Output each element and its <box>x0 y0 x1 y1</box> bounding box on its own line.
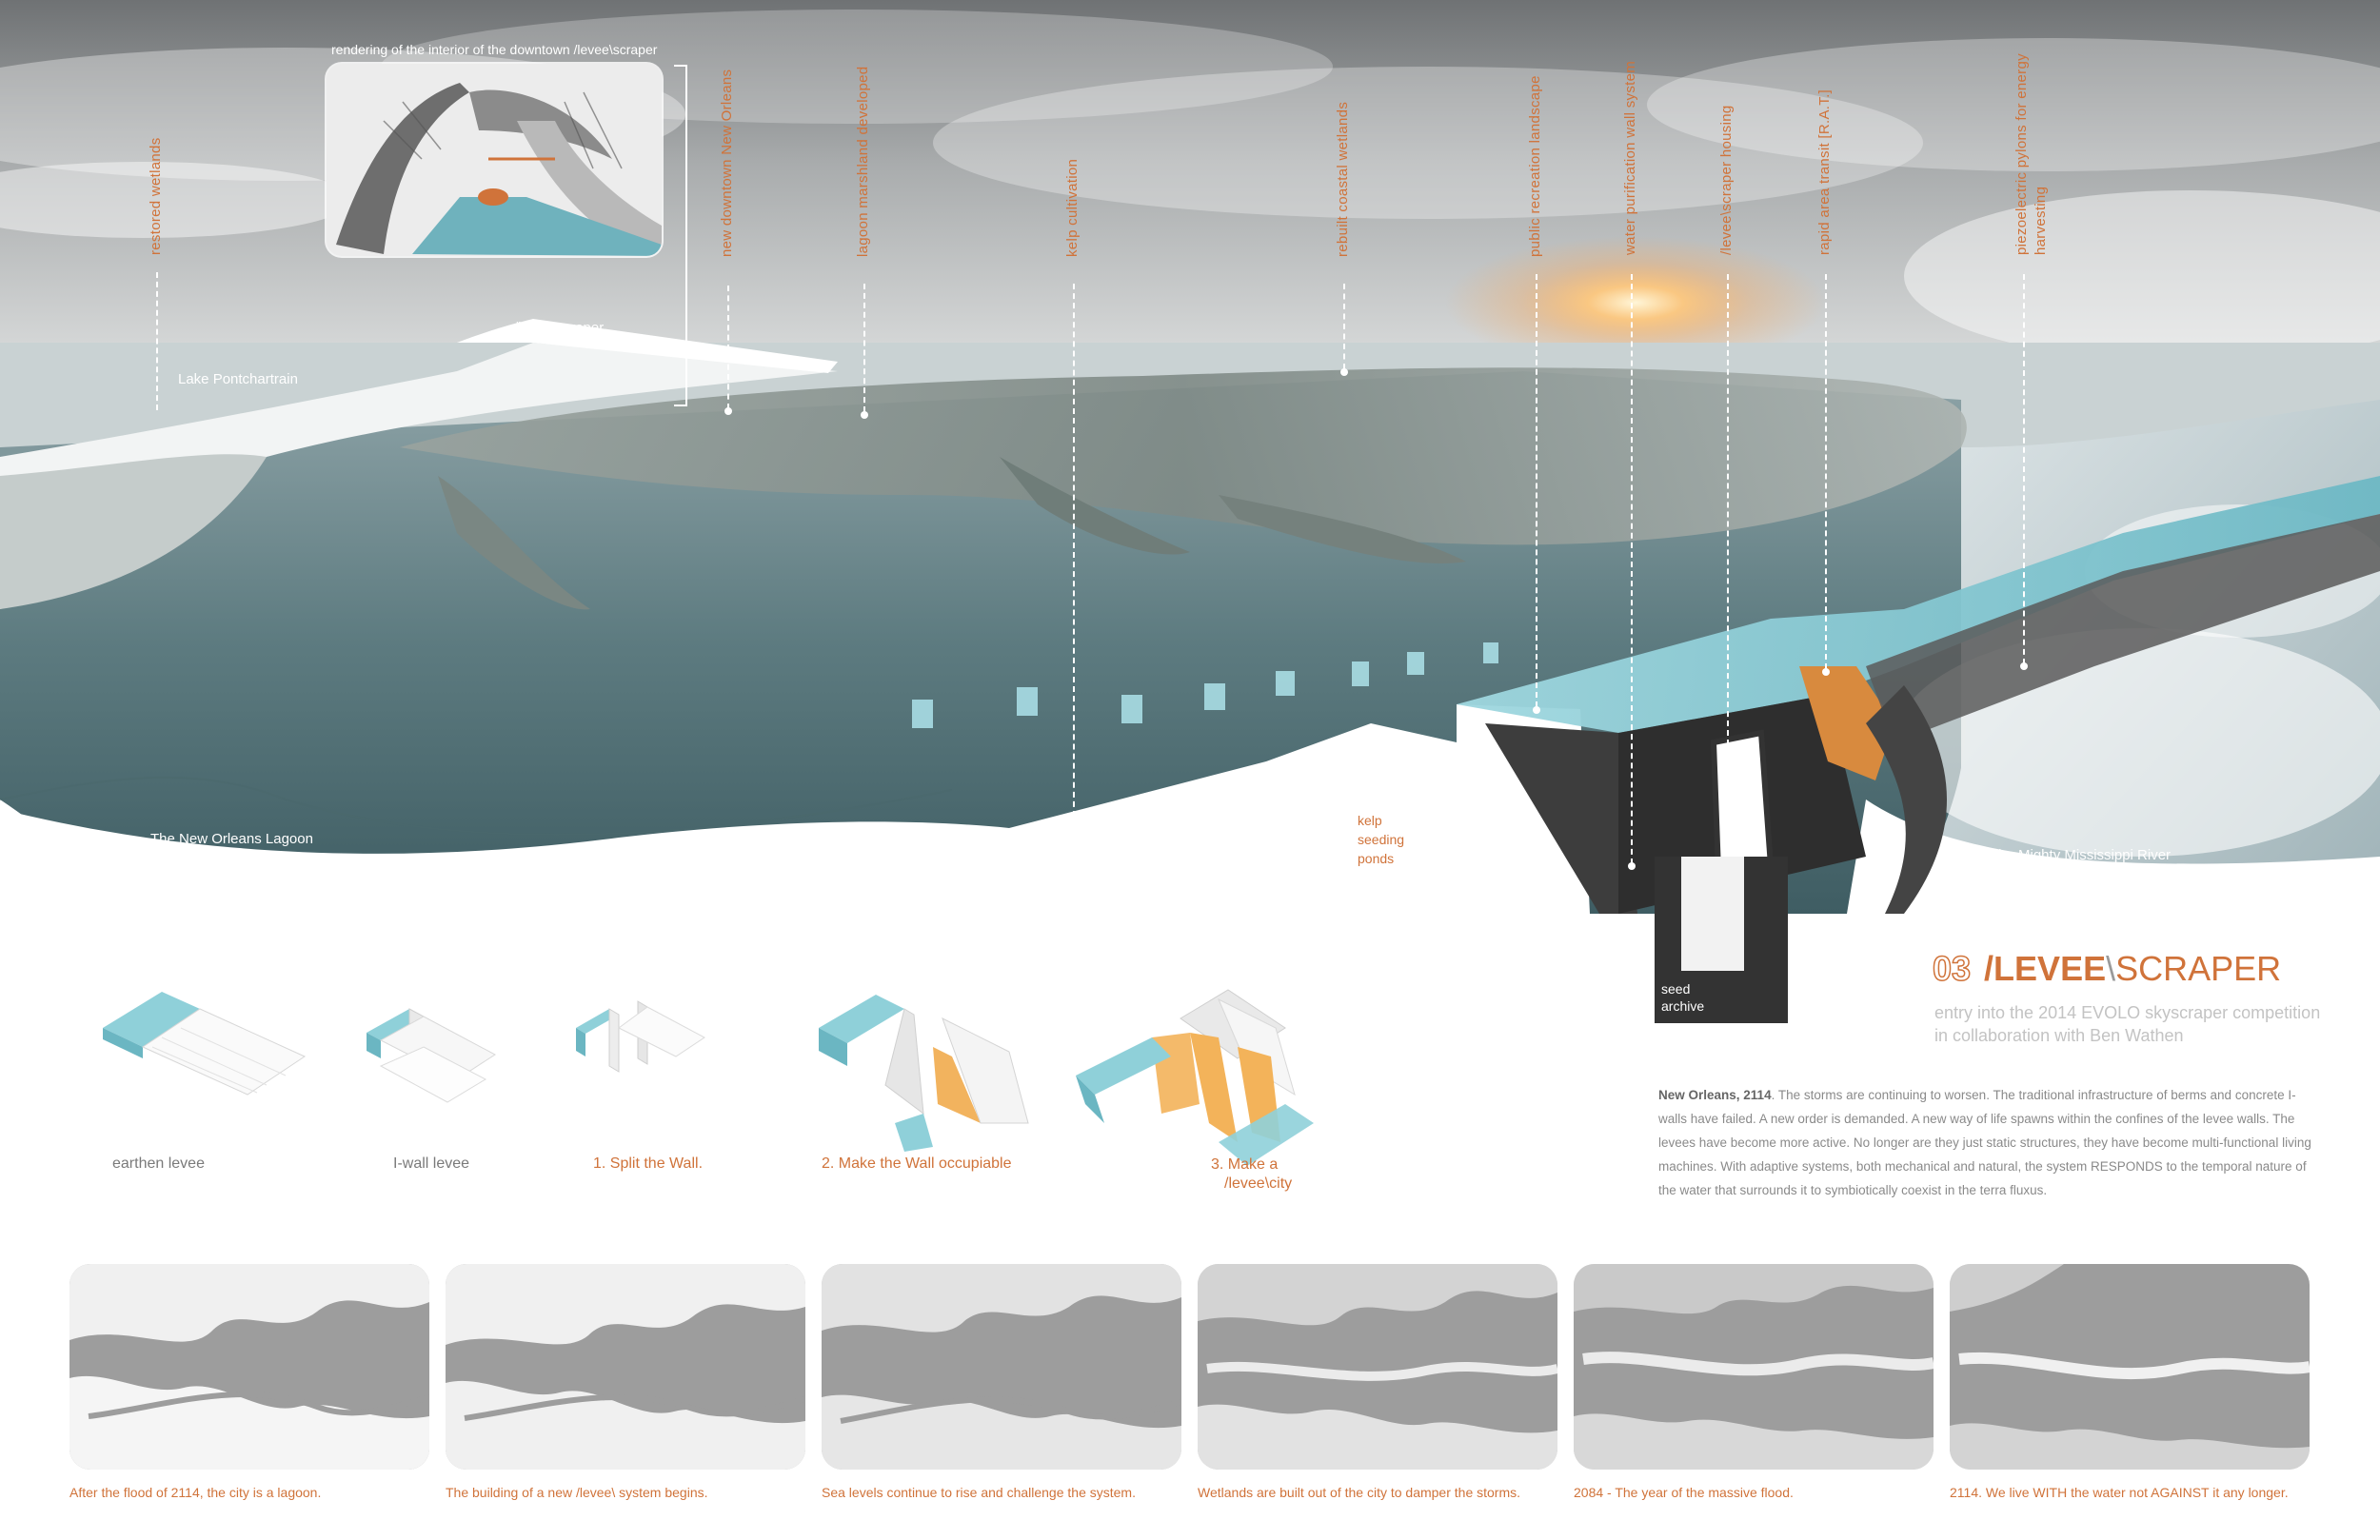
rapid-transit-label: rapid area transit [R.A.T.] <box>1816 89 1833 255</box>
lagoon-label: The New Orleans Lagoon <box>150 831 313 847</box>
subtitle-line-1: entry into the 2014 EVOLO skyscraper com… <box>1934 1003 2321 1022</box>
map-caption: The building of a new /levee\ system beg… <box>446 1485 708 1500</box>
paragraph-body: . The storms are continuing to worsen. T… <box>1658 1088 2311 1197</box>
earthen-levee-label: earthen levee <box>112 1155 205 1172</box>
river-label: The Mighty Mississippi River <box>1990 847 2172 863</box>
i-wall-levee-label: I-wall levee <box>393 1155 470 1172</box>
map-panel <box>1950 1264 2310 1470</box>
piezoelectric-label: piezoelectric pylons for energy <box>2013 53 2030 255</box>
lake-label: Lake Pontchartrain <box>178 371 298 387</box>
occupiable-wall-diagram <box>819 995 1029 1152</box>
occupiable-wall-label: 2. Make the Wall occupiable <box>822 1155 1012 1172</box>
inset-bracket <box>674 65 687 406</box>
i-wall-levee-diagram <box>367 1008 496 1103</box>
leader-dot <box>2020 662 2028 670</box>
title-number: 03 <box>1932 948 1972 989</box>
description-paragraph: New Orleans, 2114. The storms are contin… <box>1658 1083 2315 1202</box>
leader-line <box>1536 274 1537 707</box>
leader-line <box>1073 284 1075 817</box>
kelp-cultivation-label: kelp cultivation <box>1064 158 1081 257</box>
map-panel <box>822 1264 1181 1470</box>
leader-line <box>2023 274 2025 664</box>
split-wall-label: 1. Split the Wall. <box>593 1155 704 1172</box>
interior-rendering-inset <box>327 64 662 256</box>
leader-line <box>1631 274 1633 864</box>
leader-dot <box>1340 368 1348 376</box>
project-title: 03/LEVEE\SCRAPER <box>1932 948 2282 990</box>
leader-line <box>727 286 729 409</box>
levee-city-diagram <box>1076 989 1314 1166</box>
levee-city-label: 3. Make a /levee\city <box>1211 1155 1292 1194</box>
public-recreation-label: public recreation landscape <box>1527 75 1543 257</box>
piezoelectric-label-line2: harvesting <box>2033 186 2049 255</box>
leader-dot <box>1822 668 1830 676</box>
map-caption: 2114. We live WITH the water not AGAINST… <box>1950 1485 2289 1500</box>
map-panel <box>446 1264 805 1470</box>
leader-dot <box>1724 754 1732 761</box>
leader-dot <box>1533 706 1540 714</box>
leader-dot <box>724 407 732 415</box>
leader-line <box>156 272 158 410</box>
seed-archive-shaft <box>1655 857 1788 1023</box>
earthen-levee-diagram <box>103 992 307 1096</box>
map-caption: Sea levels continue to rise and challeng… <box>822 1485 1136 1500</box>
water-purification-label: water purification wall system <box>1622 60 1638 255</box>
kelp-pylons <box>912 642 1498 728</box>
levee-housing-label: /levee\scraper housing <box>1718 105 1735 255</box>
leader-dot <box>1070 815 1078 822</box>
leader-line <box>863 284 865 412</box>
lagoon-marshland-label: lagoon marshland developed <box>855 66 871 257</box>
map-caption: Wetlands are built out of the city to da… <box>1198 1485 1521 1500</box>
map-caption: After the flood of 2114, the city is a l… <box>69 1485 322 1500</box>
map-panel <box>1198 1264 1557 1470</box>
leader-line <box>1727 274 1729 755</box>
inset-caption: rendering of the interior of the downtow… <box>331 42 658 57</box>
leader-dot <box>1628 862 1636 870</box>
restored-wetlands-label: restored wetlands <box>148 137 164 256</box>
title-levee: /LEVEE <box>1984 949 2107 988</box>
leader-line <box>1343 284 1345 369</box>
levee-evolution-diagrams <box>103 989 1314 1166</box>
levee-city-label-line-1: 3. Make a <box>1211 1156 1279 1173</box>
title-slash: \ <box>2106 949 2116 988</box>
map-caption: 2084 - The year of the massive flood. <box>1574 1485 1794 1500</box>
paragraph-lead: New Orleans, 2114 <box>1658 1088 1772 1102</box>
subtitle: entry into the 2014 EVOLO skyscraper com… <box>1934 1001 2320 1047</box>
seed-archive-label: seed archive <box>1661 981 1705 1014</box>
split-wall-diagram <box>576 1000 705 1073</box>
levee-city-label-line-2: /levee\city <box>1224 1175 1293 1192</box>
interior-rendering-image <box>327 64 662 256</box>
rebuilt-coastal-wetlands-label: rebuilt coastal wetlands <box>1335 101 1351 257</box>
subtitle-line-2: in collaboration with Ben Wathen <box>1934 1026 2184 1045</box>
levee-scraper-label: /levee\scraper <box>514 320 605 336</box>
map-panel <box>69 1264 429 1470</box>
map-panel <box>1574 1264 1934 1470</box>
kelp-ponds-label: kelp seeding ponds <box>1358 813 1405 866</box>
new-downtown-label: new downtown New Orleans <box>719 69 735 257</box>
leader-line <box>1825 274 1827 669</box>
title-scraper: SCRAPER <box>2115 949 2282 988</box>
leader-dot <box>861 411 868 419</box>
